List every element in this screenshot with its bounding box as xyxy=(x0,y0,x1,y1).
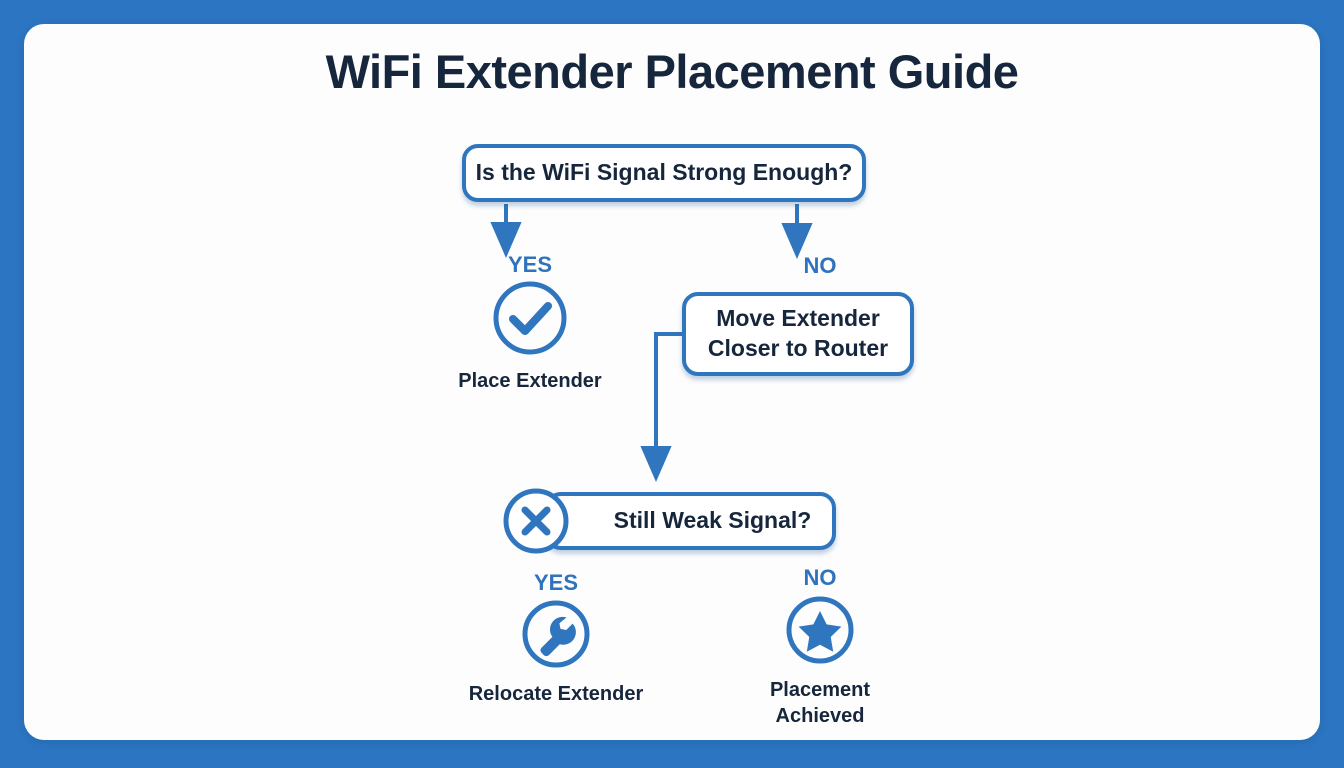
diagram-card: WiFi Extender Placement Guide Is the WiF… xyxy=(24,24,1320,740)
outcome-placement-achieved[interactable]: Placement Achieved xyxy=(698,595,942,729)
branch-label-yes-1: YES xyxy=(507,252,553,277)
branch-label-no-2: NO xyxy=(803,565,837,590)
check-circle-icon xyxy=(408,280,652,361)
node-decision-still-weak-label: Still Weak Signal? xyxy=(613,507,812,534)
node-decision-signal-strong-label: Is the WiFi Signal Strong Enough? xyxy=(475,159,853,186)
wrench-circle-icon xyxy=(434,599,678,674)
node-action-move-extender-label: Move Extender Closer to Router xyxy=(707,305,889,361)
page-title: WiFi Extender Placement Guide xyxy=(325,45,1019,98)
outcome-relocate-extender-label: Relocate Extender xyxy=(468,683,644,705)
outcome-placement-achieved-label: Placement Achieved xyxy=(769,679,871,727)
x-circle-icon xyxy=(501,486,571,556)
flow-connectors xyxy=(490,204,813,482)
edge-move-to-decision2 xyxy=(640,332,682,482)
node-decision-signal-strong[interactable]: Is the WiFi Signal Strong Enough? xyxy=(462,144,866,202)
node-decision-still-weak[interactable]: Still Weak Signal? xyxy=(545,492,836,550)
star-circle-icon xyxy=(698,595,942,670)
branch-label-yes-2: YES xyxy=(533,570,579,595)
outcome-place-extender[interactable]: Place Extender xyxy=(408,280,652,395)
node-action-move-extender[interactable]: Move Extender Closer to Router xyxy=(682,292,914,376)
outcome-relocate-extender[interactable]: Relocate Extender xyxy=(434,599,678,708)
outcome-place-extender-label: Place Extender xyxy=(458,370,602,392)
branch-label-no-1: NO xyxy=(803,253,837,278)
